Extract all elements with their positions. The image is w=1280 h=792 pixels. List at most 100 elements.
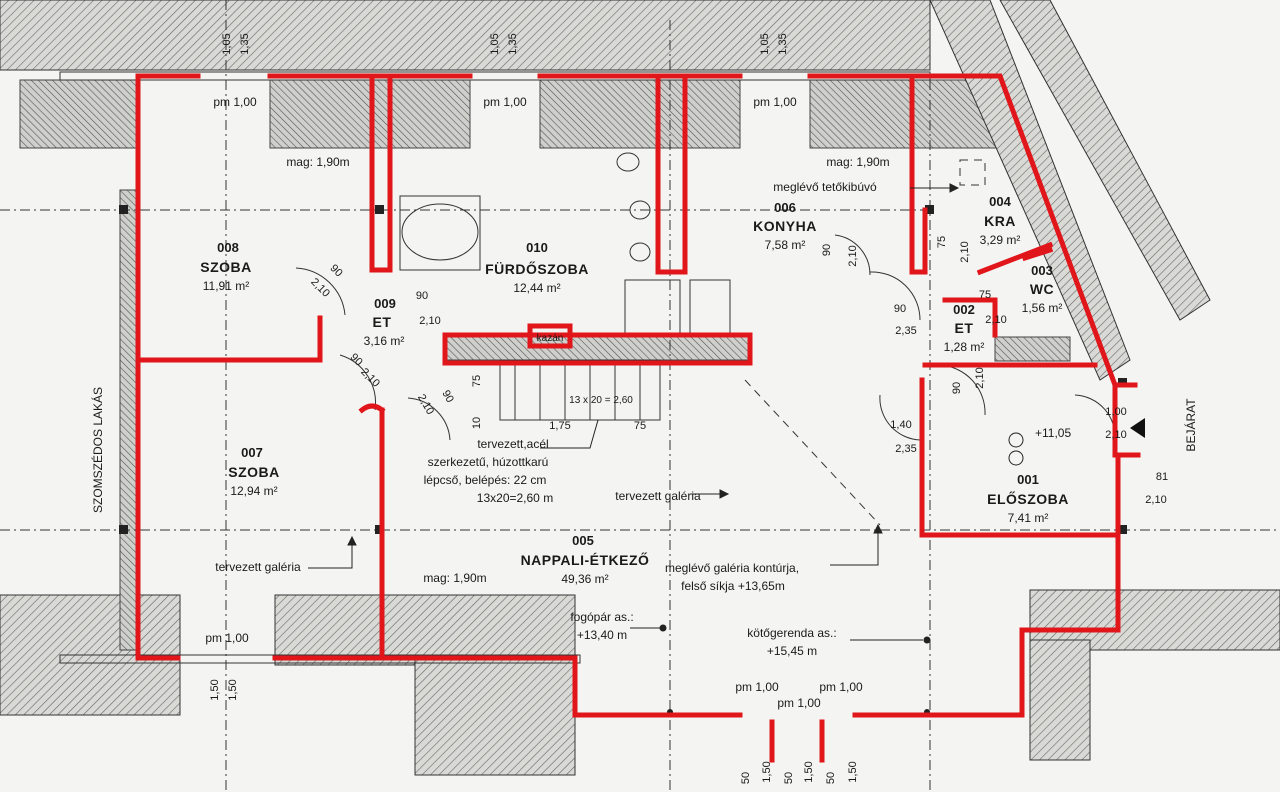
- dim-door-h: 2,10: [847, 245, 859, 266]
- dim-door-h: 2,10: [308, 276, 332, 300]
- room-name: WC: [1030, 281, 1054, 297]
- room-name: NAPPALI-ÉTKEZŐ: [521, 551, 650, 568]
- dim-bb-4: 1,50: [803, 761, 815, 782]
- dim-top-3: 1,05: [489, 33, 501, 54]
- room-number: 006: [774, 200, 796, 215]
- room-number: 001: [1017, 472, 1039, 487]
- dim-door-w: 90: [821, 244, 833, 256]
- room-number: 003: [1031, 263, 1053, 278]
- room-006: 006 KONYHA 7,58 m²: [753, 200, 817, 252]
- room-name: ET: [955, 320, 974, 336]
- dim-door-h: 2,10: [974, 367, 986, 388]
- dim-door-w: 90: [328, 262, 345, 279]
- stair-inner-label: 13 x 20 = 2,60: [569, 395, 633, 406]
- room-number: 008: [217, 240, 239, 255]
- entrance-label: BEJÁRAT: [1183, 398, 1198, 452]
- room-number: 009: [374, 296, 396, 311]
- room-name: ET: [373, 314, 392, 330]
- room-010: 010 FÜRDŐSZOBA 12,44 m²: [485, 240, 589, 295]
- room-area: 3,29 m²: [980, 233, 1021, 247]
- dim-window-w: 81: [1156, 471, 1168, 483]
- dim-top-5: 1,05: [759, 33, 771, 54]
- pm-label-4: pm 1,00: [205, 631, 249, 645]
- boiler-label: kazán: [537, 333, 564, 344]
- fogopar-line-2: +13,40 m: [577, 628, 627, 642]
- dim-door-w: 90: [894, 303, 906, 315]
- dim-top-4: 1,35: [507, 33, 519, 54]
- dim-bb-3: 50: [783, 772, 795, 784]
- room-003: 003 WC 1,56 m²: [1022, 263, 1063, 315]
- dim-bottom-1: 1,50: [209, 679, 221, 700]
- leader-arrows: [308, 183, 960, 641]
- room-009: 009 ET 3,16 m²: [364, 296, 405, 348]
- neighbor-label: SZOMSZÉDOS LAKÁS: [90, 387, 105, 513]
- dim-door-h: 2,35: [895, 443, 916, 455]
- pm-label-7: pm 1,00: [777, 696, 821, 710]
- level-icon: [1008, 432, 1024, 448]
- room-area: 7,41 m²: [1008, 511, 1049, 525]
- dim-door-h: 2,35: [895, 325, 916, 337]
- room-name: KRA: [984, 213, 1016, 229]
- dim-door-h: 2,10: [1105, 429, 1126, 441]
- contour-line-2: felső síkja +13,65m: [681, 579, 785, 593]
- dim-door-w: 90: [951, 382, 963, 394]
- dim-door-w: 90: [348, 351, 365, 368]
- dim-bb-5: 50: [825, 772, 837, 784]
- room-area: 11,91 m²: [203, 279, 249, 293]
- fogopar-line-1: fogópár as.:: [570, 610, 633, 624]
- room-name: KONYHA: [753, 218, 817, 234]
- room-area: 12,94 m²: [230, 484, 277, 498]
- dim-door-h: 2,10: [415, 392, 436, 417]
- dim-stair: 1,75: [549, 420, 570, 432]
- dim-door-h: 2,10: [959, 241, 971, 262]
- stair-note-line-2: szerkezetű, húzottkarú: [428, 455, 549, 469]
- room-area: 1,28 m²: [944, 340, 985, 354]
- room-004: 004 KRA 3,29 m²: [980, 194, 1021, 247]
- dim-stair: 75: [634, 420, 646, 432]
- dim-door-h: 2,10: [985, 314, 1006, 326]
- dim-stair: 10: [471, 417, 483, 429]
- dim-bb-2: 1,50: [761, 761, 773, 782]
- room-001: 001 ELŐSZOBA 7,41 m²: [987, 472, 1069, 525]
- dim-door-w: 90: [439, 388, 456, 405]
- room-area: 1,56 m²: [1022, 301, 1063, 315]
- dim-stair: 75: [471, 375, 483, 387]
- dim-top-6: 1,35: [777, 33, 789, 54]
- contour-line-1: meglévő galéria kontúrja,: [665, 561, 799, 575]
- dim-door-w: 1,00: [1105, 406, 1126, 418]
- stair-note-line-1: tervezett,acél: [477, 437, 548, 451]
- planned-walls: [135, 73, 1141, 763]
- kotogerenda-line-2: +15,45 m: [767, 644, 817, 658]
- room-number: 010: [526, 240, 548, 255]
- dim-window-h: 2,10: [1145, 494, 1166, 506]
- room-name: SZOBA: [228, 464, 280, 480]
- room-number: 005: [572, 533, 594, 548]
- dim-bottom-2: 1,50: [227, 679, 239, 700]
- pm-label-6: pm 1,00: [819, 680, 863, 694]
- entrance-arrow-icon: [1130, 418, 1145, 438]
- gallery-left-label: tervezett galéria: [215, 560, 301, 574]
- dim-door-w: 75: [979, 289, 991, 301]
- room-002: 002 ET 1,28 m²: [944, 302, 985, 354]
- pm-label-3: pm 1,00: [753, 95, 797, 109]
- room-007: 007 SZOBA 12,94 m²: [228, 445, 280, 498]
- dim-top-1: 1,05: [221, 33, 233, 54]
- pm-label-5: pm 1,00: [735, 680, 779, 694]
- dim-top-2: 1,35: [239, 33, 251, 54]
- annotations: SZOMSZÉDOS LAKÁS BEJÁRAT +11,05 kazán me…: [90, 155, 1198, 658]
- stair-note-line-4: 13x20=2,60 m: [477, 491, 553, 505]
- pm-label-1: pm 1,00: [213, 95, 257, 109]
- room-005: 005 NAPPALI-ÉTKEZŐ 49,36 m²: [521, 533, 650, 586]
- room-name: FÜRDŐSZOBA: [485, 260, 589, 277]
- kotogerenda-line-1: kötőgerenda as.:: [747, 626, 836, 640]
- room-name: ELŐSZOBA: [987, 490, 1069, 507]
- height-note-1: mag: 1,90m: [286, 155, 349, 169]
- dim-bb-6: 1,50: [847, 761, 859, 782]
- gallery-center-label: tervezett galéria: [615, 489, 701, 503]
- level-mark: +11,05: [1035, 426, 1071, 440]
- room-area: 7,58 m²: [765, 238, 806, 252]
- room-008: 008 SZOBA 11,91 m²: [200, 240, 251, 293]
- room-area: 3,16 m²: [364, 334, 405, 348]
